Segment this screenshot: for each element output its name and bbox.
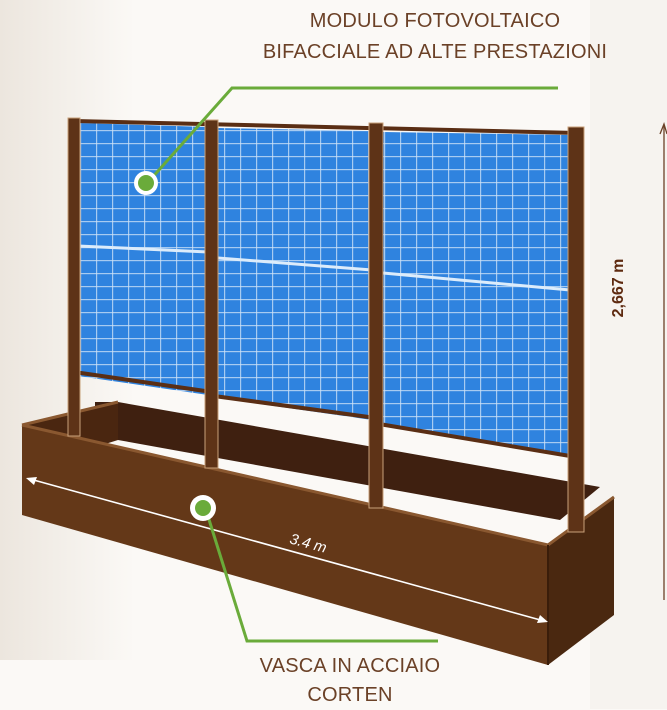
- tank-pointer: [190, 495, 438, 643]
- pv-panel-right: [383, 132, 570, 455]
- bottom-rail: [213, 394, 377, 420]
- pv-panel-middle: [218, 128, 372, 420]
- tank-label-line2: CORTEN: [307, 684, 393, 706]
- height-arrow-head-top: [659, 122, 667, 135]
- tank-leader-line: [204, 509, 438, 643]
- height-dimension: [659, 122, 667, 600]
- bottom-rail: [73, 370, 213, 394]
- post-2: [204, 119, 219, 469]
- posts: [67, 117, 585, 533]
- top-rail: [73, 119, 579, 135]
- panel-label: MODULO FOTOVOLTAICO BIFACCIALE AD ALTE P…: [210, 6, 660, 68]
- pv-panels: [73, 119, 579, 459]
- tank-inner-back: [95, 402, 600, 520]
- panel-label-line1: MODULO FOTOVOLTAICO: [309, 10, 561, 32]
- tank-marker-dot: [195, 500, 211, 516]
- panel-label-line2: BIFACCIALE AD ALTE PRESTAZIONI: [262, 41, 608, 63]
- post-4: [567, 126, 585, 533]
- panel-pointer: [134, 86, 558, 195]
- length-arrow-line: [29, 478, 545, 622]
- panel-marker-dot: [138, 175, 154, 191]
- post-3: [368, 122, 384, 509]
- tank-front: [22, 425, 548, 665]
- length-arrow-head-left: [26, 477, 37, 485]
- panel-split-line: [217, 256, 373, 272]
- panel-split-line: [77, 244, 209, 254]
- post-1: [67, 117, 81, 437]
- height-label: 2,667 m: [610, 258, 627, 318]
- length-dimension: 3.4 m: [26, 477, 548, 623]
- pv-panel-left: [78, 123, 208, 395]
- panel-split-line: [382, 271, 571, 292]
- bottom-rail: [378, 422, 577, 459]
- corten-tank: [21, 400, 615, 665]
- tank-label-line1: VASCA IN ACCIAIO: [259, 655, 441, 677]
- tank-right-end: [548, 497, 614, 665]
- length-arrow-head-right: [537, 615, 548, 623]
- panel-leader-line: [148, 86, 558, 181]
- tank-label: VASCA IN ACCIAIO CORTEN: [200, 652, 500, 710]
